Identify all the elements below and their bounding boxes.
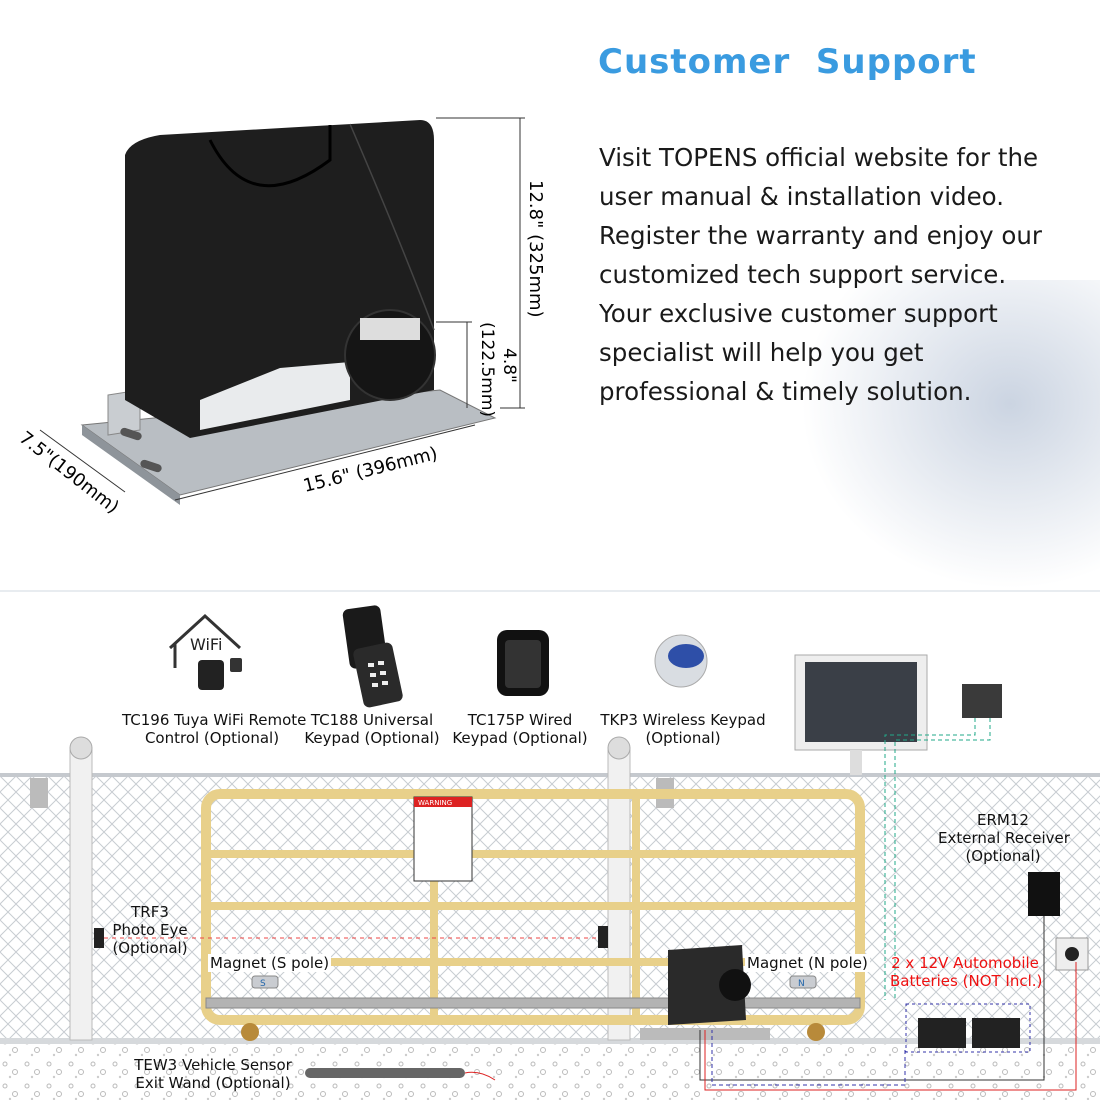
installation-diagram: WARNING S N bbox=[0, 654, 1100, 1100]
vehicle-sensor-wand bbox=[305, 1068, 465, 1078]
gate-wheel bbox=[807, 1023, 825, 1041]
height-dimension-label: 12.8" (325mm) bbox=[525, 180, 546, 318]
accessory-label-tc188: TC188 Universal Keypad (Optional) bbox=[304, 711, 440, 747]
accessory-label-tc175p: TC175P Wired Keypad (Optional) bbox=[452, 711, 588, 747]
support-line: Your exclusive customer support bbox=[599, 299, 998, 328]
vehicle-sensor-label: TEW3 Vehicle Sensor Exit Wand (Optional) bbox=[134, 1056, 292, 1092]
support-description: Visit TOPENS official website for the us… bbox=[599, 138, 1079, 411]
receiver-wire bbox=[699, 916, 1045, 1081]
support-line: user manual & installation video. bbox=[599, 182, 1005, 211]
magnet-s-pole bbox=[251, 975, 279, 989]
svg-text:N: N bbox=[798, 979, 805, 989]
magnet-n-pole bbox=[789, 975, 817, 989]
wired-keypad-icon bbox=[497, 630, 549, 696]
support-line: Visit TOPENS official website for the bbox=[599, 143, 1039, 172]
svg-text:WARNING: WARNING bbox=[418, 799, 452, 807]
warning-sign bbox=[413, 796, 473, 882]
section-divider bbox=[0, 590, 1100, 592]
battery bbox=[918, 1018, 966, 1048]
page-title: Customer Support bbox=[598, 42, 977, 82]
batteries-label: 2 x 12V Automobile Batteries (NOT Incl.) bbox=[890, 954, 1043, 990]
svg-text:S: S bbox=[260, 979, 266, 989]
accessory-label-tkp3: TKP3 Wireless Keypad (Optional) bbox=[600, 711, 766, 747]
wifi-label: WiFi bbox=[190, 635, 222, 654]
photo-eye-receiver bbox=[598, 926, 608, 948]
keypad-icon bbox=[342, 605, 403, 708]
support-line: customized tech support service. bbox=[599, 260, 1007, 289]
accessory-label-tc196: TC196 Tuya WiFi Remote Control (Optional… bbox=[122, 711, 307, 747]
support-line: professional & timely solution. bbox=[599, 377, 972, 406]
wifi-house-icon: WiFi bbox=[168, 613, 242, 690]
external-receiver bbox=[1028, 872, 1060, 916]
office-background-photo bbox=[800, 280, 1100, 590]
battery bbox=[972, 1018, 1020, 1048]
wireless-keypad-icon bbox=[654, 634, 708, 688]
gate-motor bbox=[668, 945, 746, 1025]
support-line: specialist will help you get bbox=[599, 338, 924, 367]
gate-opener-motor-image: 12.8" (325mm) 4.8" (122.5mm) 15.6" (396m… bbox=[15, 117, 546, 518]
gear-rack bbox=[205, 997, 861, 1009]
gear-height-label-a: 4.8" bbox=[499, 348, 519, 383]
photo-eye-transmitter bbox=[94, 928, 104, 948]
fence-post bbox=[69, 749, 93, 1041]
magnet-n-label: Magnet (N pole) bbox=[745, 954, 870, 972]
support-line: Register the warranty and enjoy our bbox=[599, 221, 1043, 250]
magnet-s-label: Magnet (S pole) bbox=[208, 954, 332, 972]
solar-controller bbox=[962, 684, 1002, 718]
solar-wire bbox=[884, 718, 976, 1000]
gate-wheel bbox=[241, 1023, 259, 1041]
gear-height-label-b: (122.5mm) bbox=[477, 322, 497, 417]
power-wire bbox=[704, 962, 1077, 1091]
photo-eye-label: TRF3 Photo Eye (Optional) bbox=[112, 903, 188, 957]
receiver-label: ERM12 External Receiver (Optional) bbox=[938, 811, 1070, 865]
